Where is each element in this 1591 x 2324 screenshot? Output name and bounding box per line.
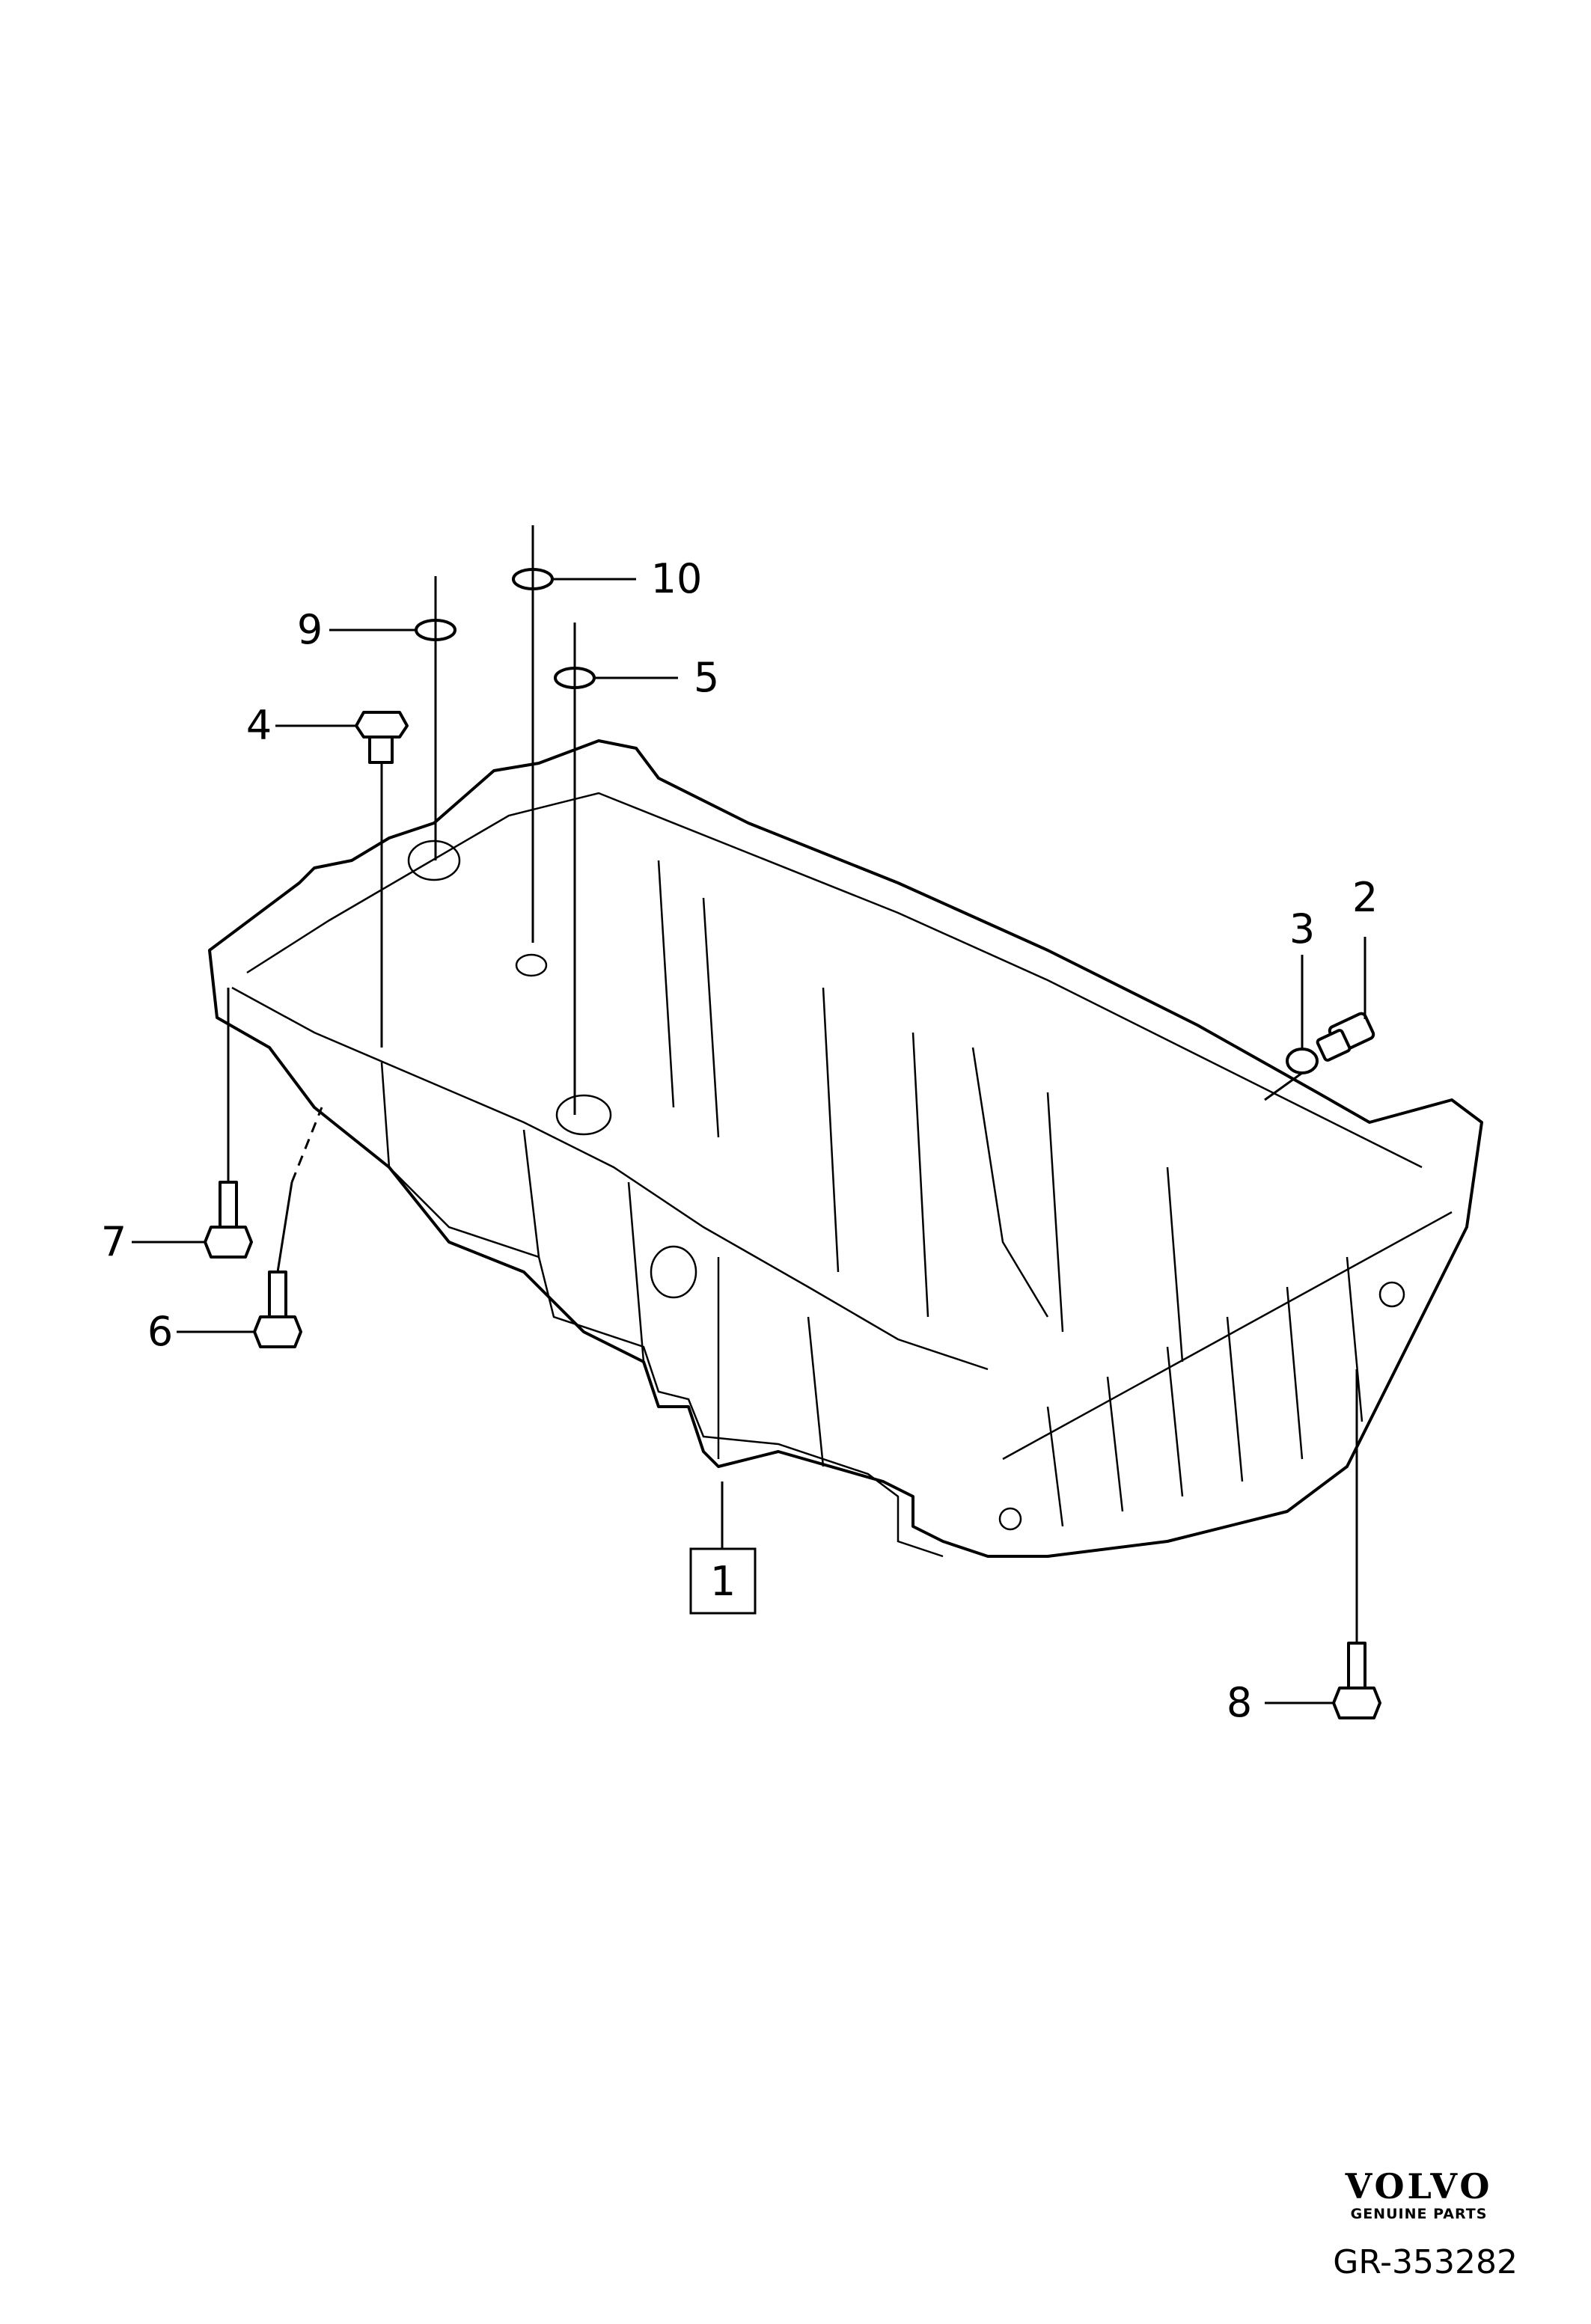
- bolt-6: [253, 1270, 302, 1348]
- washer-3: [1286, 1048, 1319, 1074]
- bolt-4: [355, 711, 409, 764]
- callout-8: 8: [1227, 1679, 1252, 1726]
- callout-1-box: [689, 1547, 757, 1615]
- volvo-genuine-parts-logo: VOLVO GENUINE PARTS: [1322, 2168, 1516, 2224]
- callout-9: 9: [297, 606, 323, 653]
- brand-tagline: GENUINE PARTS: [1350, 2206, 1488, 2222]
- callout-2: 2: [1352, 874, 1378, 921]
- bolt-8: [1332, 1642, 1381, 1719]
- leader-lines: [132, 525, 1366, 1704]
- callout-3: 3: [1289, 905, 1315, 952]
- callout-6: 6: [147, 1308, 173, 1355]
- diagram-reference-code: GR-353282: [1333, 2243, 1518, 2281]
- callout-5: 5: [694, 654, 719, 701]
- callout-10: 10: [651, 555, 703, 602]
- drain-plug-2: [1316, 1012, 1375, 1062]
- oil-pan: [208, 739, 1483, 1558]
- bolt-7: [204, 1181, 253, 1259]
- callout-7: 7: [101, 1218, 126, 1265]
- callout-4: 4: [246, 702, 272, 749]
- brand-logo: VOLVO: [1345, 2166, 1493, 2207]
- callout-1: 1: [710, 1558, 736, 1605]
